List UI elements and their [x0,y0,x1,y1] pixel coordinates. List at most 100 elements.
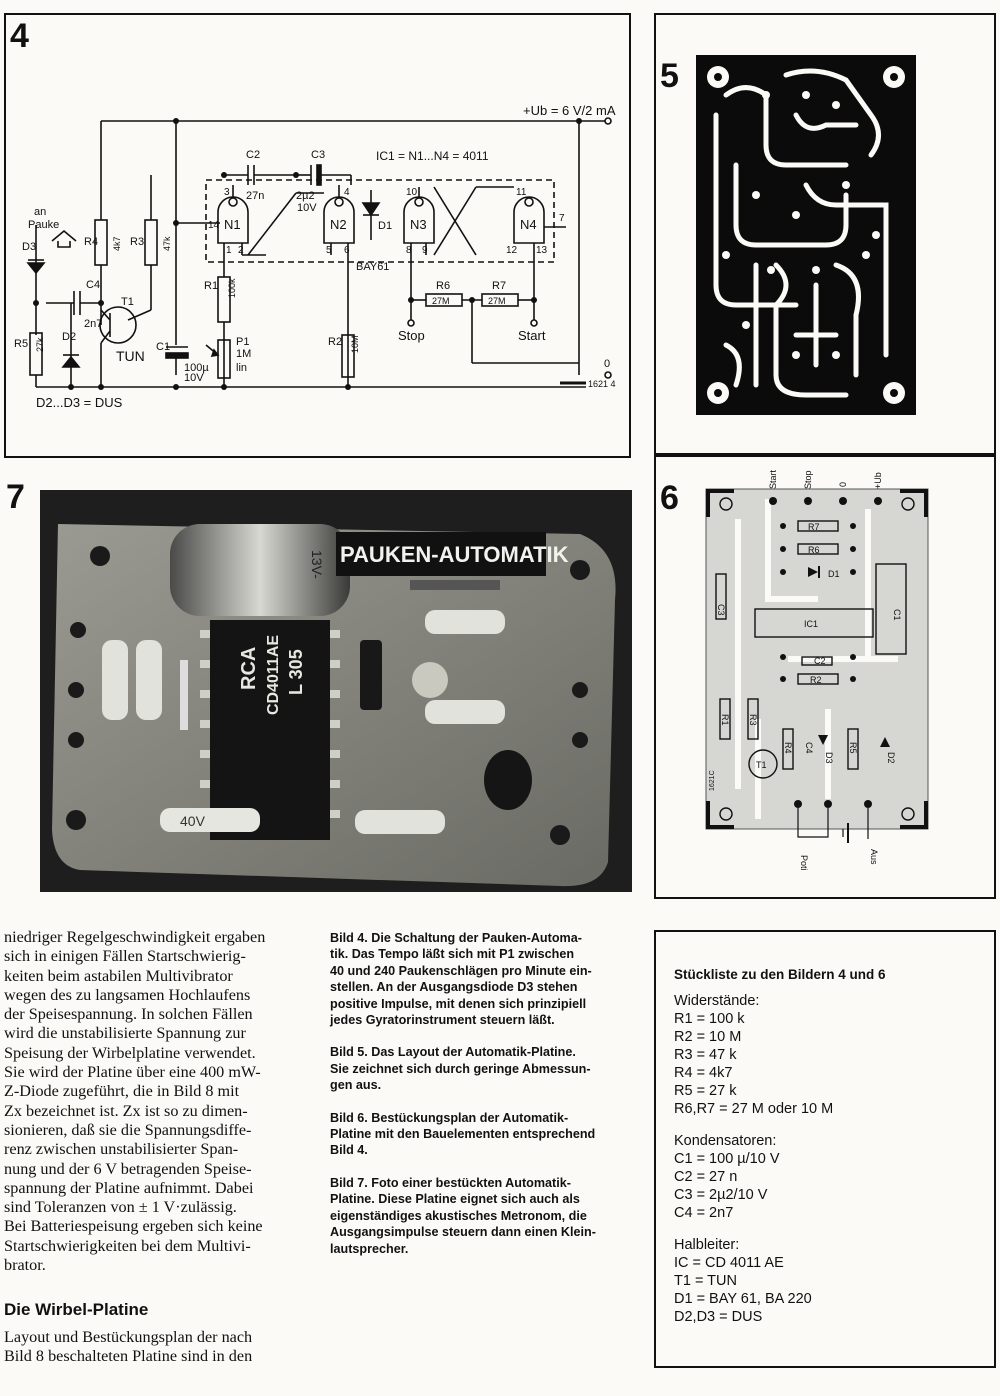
photo-chip-code: L 305 [286,649,306,695]
label-code: 1621C [709,770,716,791]
photo-cap-voltage: 40V [180,813,206,829]
pin-5: 5 [326,245,332,256]
section-line: Bild 8 beschalteten Platine sind in den [4,1347,253,1366]
part-item: C4 = 2n7 [674,1205,734,1221]
part-item: C2 = 27 n [674,1169,738,1185]
label-stop: Stop [803,470,813,489]
caption-line: Platine mit den Bauelementen entsprechen… [330,1127,596,1142]
label-p1-lin: lin [236,362,247,374]
label-start: Start [518,328,546,343]
label-tun: TUN [116,348,145,364]
label-n4: N4 [520,217,537,232]
parts-list-title: Stückliste zu den Bildern 4 und 6 [674,967,886,982]
label-poti: Poti [799,855,809,871]
section-text: Layout und Bestückungsplan der nach Bild… [4,1328,307,1367]
label-r7-value: 27M [488,296,506,306]
pin-4: 4 [344,187,350,198]
caption-line: Bild 6. Bestückungsplan der Automatik- [330,1110,569,1125]
label-c2: C2 [814,656,826,666]
label-c3: C3 [311,149,325,161]
label-c1-voltage: 10V [184,372,204,384]
label-r1: R1 [204,280,218,292]
label-r7: R7 [492,280,506,292]
body-text: niedriger Regelgeschwindigkeit ergaben s… [4,928,307,1275]
caption-line: gen aus. [330,1078,382,1093]
caption-bild-7: Bild 7. Foto einer bestückten Automatik-… [330,1175,640,1257]
caption-line: Bild 7. Foto einer bestückten Automatik- [330,1175,571,1190]
label-c2-value: 27n [246,190,264,202]
pin-13: 13 [536,245,548,256]
label-c3-voltage: 10V [297,202,317,214]
label-diodes: D2...D3 = DUS [36,395,123,410]
label-c4: C4 [804,742,814,754]
label-start: Start [768,469,778,489]
pin-1: 1 [226,245,232,256]
section-heading: Die Wirbel-Platine [4,1300,149,1319]
body-line: niedriger Regelgeschwindigkeit ergaben [4,928,266,946]
captions: Bild 4. Die Schaltung der Pauken-Automa-… [330,930,640,1273]
photo-label: PAUKEN-AUTOMATIK [340,542,569,567]
part-item: R3 = 47 k [674,1047,737,1063]
caption-line: Bild 4. [330,1143,368,1158]
caption-line: jedes Gyratorinstrument steuern läßt. [330,1013,555,1028]
body-line: sich in einigen Fällen Startschwierig- [4,947,246,966]
figure-4-box: 4 [4,13,631,458]
body-line: spannung der Platine aufnimmt. Dabei [4,1178,254,1197]
label-n3: N3 [410,217,427,232]
photo-cap-label: 13V- [309,550,325,579]
label-n1: N1 [224,217,241,232]
label-code: 1621 4 [588,379,616,389]
label-aus: Aus [869,849,879,865]
body-line: renz zwischen unstabilisierter Span- [4,1140,239,1159]
resistors-heading: Widerstände: [674,993,760,1009]
figure-6-box: 6 [654,455,996,899]
label-d1: D1 [378,220,392,232]
label-bay61: BAY61 [356,261,389,273]
photo-chip-type: CD4011AE [265,635,282,715]
label-ic1: IC1 [804,619,818,629]
caption-line: Bild 4. Die Schaltung der Pauken-Automa- [330,931,582,945]
figure-4-number: 4 [10,17,29,55]
pin-7: 7 [559,213,565,224]
label-r1: R1 [720,714,730,726]
part-item: R2 = 10 M [674,1029,742,1045]
body-line: sind Toleranzen von ± 1 V·zulässig. [4,1198,237,1217]
label-n2: N2 [330,217,347,232]
caption-line: tik. Das Tempo läßt sich mit P1 zwischen [330,947,575,962]
label-r5-value: 27k [35,337,45,352]
body-line: Speisung der Wirbelplatine verwendet. [4,1043,256,1062]
figure-5-box: 5 [654,13,996,455]
label-r2: R2 [328,336,342,348]
label-r6-value: 27M [432,296,450,306]
caption-bild-4: Bild 4. Die Schaltung der Pauken-Automa-… [330,930,640,1028]
label-ic: IC1 = N1...N4 = 4011 [376,149,489,163]
part-item: R5 = 27 k [674,1083,737,1099]
pin-8: 8 [406,245,412,256]
figure-7-photo: PAUKEN-AUTOMATIK 13V- RCA CD4011AE L 305 [40,490,632,892]
label-c1: C1 [892,609,902,621]
body-line: nung und der 6 V betragenden Speise- [4,1159,252,1178]
part-item: D1 = BAY 61, BA 220 [674,1291,812,1307]
part-item: IC = CD 4011 AE [674,1255,784,1271]
label-c1-value: 100µ [184,362,209,374]
label-stop: Stop [398,328,425,343]
label-d1: D1 [828,569,840,579]
pin-2: 2 [238,245,244,256]
part-item: R1 = 100 k [674,1011,745,1027]
caption-line: eigenständiges akustisches Metronom, die [330,1208,587,1223]
pcb-layout [696,55,916,415]
component-placement: Start Stop 0 +Ub R7 R6 D1 C3 IC1 C1 C2 R… [705,469,929,871]
pin-10: 10 [406,187,418,198]
label-r6: R6 [808,545,820,555]
caption-bild-5: Bild 5. Das Layout der Automatik-Platine… [330,1044,640,1093]
caption-line: Platine. Diese Platine eignet sich auch … [330,1192,580,1207]
pin-3: 3 [224,187,230,198]
label-d3: D3 [22,241,36,253]
body-line: Sie wird der Platine über eine 400 mW- [4,1063,261,1082]
figure-6-number: 6 [660,479,679,517]
schematic: +Ub = 6 V/2 mA IC1 = N1...N4 = 4011 an P… [14,103,616,410]
label-r4: R4 [783,742,793,754]
label-c3-value: 2µ2 [296,190,315,202]
label-supply: +Ub = 6 V/2 mA [523,103,616,118]
parts-list-box: Stückliste zu den Bildern 4 und 6 Widers… [654,930,996,1368]
